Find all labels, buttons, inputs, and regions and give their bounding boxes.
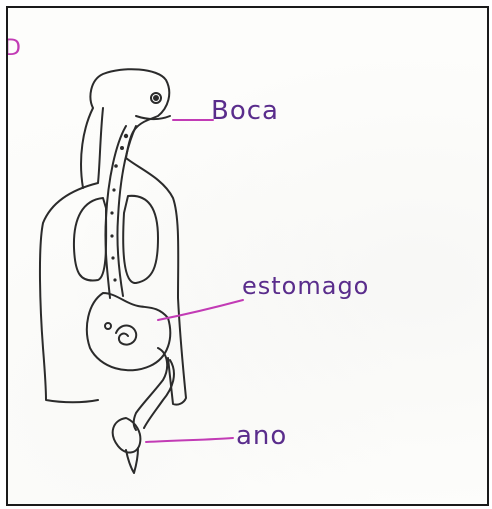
stomach bbox=[87, 293, 170, 370]
esophagus bbox=[105, 126, 126, 298]
lung-right bbox=[123, 196, 158, 283]
rectum bbox=[113, 418, 141, 452]
label-stomach: estomago bbox=[242, 272, 369, 300]
stomach-swirl bbox=[116, 326, 136, 345]
stomach-pointer bbox=[158, 300, 243, 320]
label-mouth: Boca bbox=[211, 96, 279, 126]
stomach-spot bbox=[105, 323, 111, 329]
lung-left bbox=[74, 198, 106, 281]
body-outline-left bbox=[40, 108, 103, 402]
body-outline bbox=[81, 69, 186, 404]
drawing-frame: D bbox=[6, 6, 489, 506]
label-anus: ano bbox=[236, 421, 287, 451]
anus-pointer bbox=[146, 438, 233, 442]
